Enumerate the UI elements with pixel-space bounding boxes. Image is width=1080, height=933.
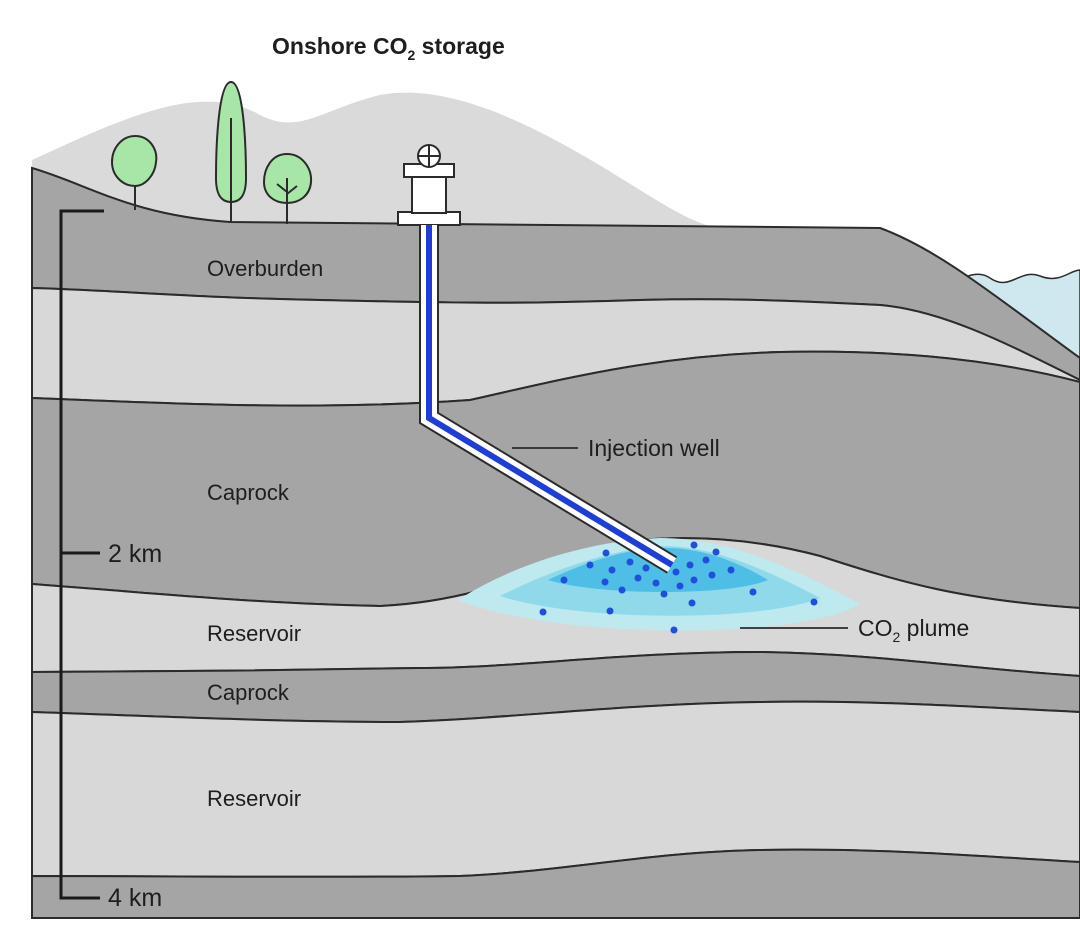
co2-bubble: [690, 576, 698, 584]
label-caprock-lower: Caprock: [207, 680, 290, 705]
co2-bubble: [708, 571, 716, 579]
label-reservoir-lower: Reservoir: [207, 786, 301, 811]
co2-bubbles: [539, 541, 818, 634]
co2-bubble: [727, 566, 735, 574]
injection-well: [419, 225, 678, 574]
co2-bubble: [586, 561, 594, 569]
scale-label-2km: 2 km: [108, 540, 162, 568]
tree-tall: [214, 80, 248, 222]
co2-bubble: [690, 541, 698, 549]
co2-bubble: [626, 558, 634, 566]
co2-bubble: [539, 608, 547, 616]
label-reservoir-upper: Reservoir: [207, 621, 301, 646]
co2-bubble: [601, 578, 609, 586]
depth-scale: [59, 209, 104, 900]
background-hill: [32, 92, 720, 240]
layer-reservoir-lower: [31, 700, 1080, 878]
co2-bubble: [702, 556, 710, 564]
label-co2-plume: CO2 plume: [858, 615, 969, 645]
co2-bubble: [634, 574, 642, 582]
scale-label-4km: 4 km: [108, 884, 162, 912]
co2-bubble: [672, 568, 680, 576]
tree-left: [110, 134, 158, 210]
co2-bubble: [670, 626, 678, 634]
label-injection-well: Injection well: [588, 435, 720, 461]
co2-bubble: [688, 599, 696, 607]
co2-bubble: [608, 566, 616, 574]
co2-bubble: [660, 590, 668, 598]
co2-bubble: [606, 607, 614, 615]
label-caprock-upper: Caprock: [207, 480, 290, 505]
co2-bubble: [712, 548, 720, 556]
co2-bubble: [560, 576, 568, 584]
wellhead: [397, 144, 461, 226]
co2-bubble: [810, 598, 818, 606]
tree-right: [262, 152, 313, 224]
co2-bubble: [618, 586, 626, 594]
diagram-title: Onshore CO2 storage: [272, 33, 505, 63]
co2-bubble: [602, 549, 610, 557]
co2-bubble: [749, 588, 757, 596]
co2-bubble: [652, 579, 660, 587]
label-overburden: Overburden: [207, 256, 323, 281]
co2-bubble: [676, 582, 684, 590]
layer-bottom: [31, 848, 1080, 919]
co2-bubble: [642, 564, 650, 572]
co2-bubble: [686, 561, 694, 569]
